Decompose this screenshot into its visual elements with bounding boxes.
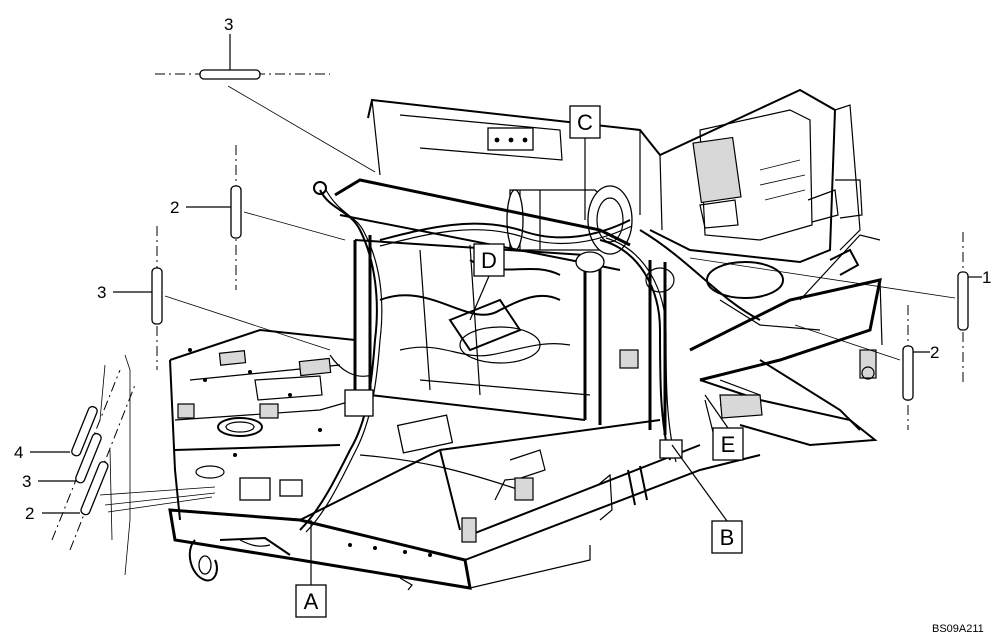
callout-top-center-3: 3	[155, 15, 376, 173]
main-frame	[334, 178, 675, 435]
callout-right-lower-2: 2	[794, 305, 939, 430]
box-letter: C	[577, 110, 593, 135]
box-letter: A	[304, 589, 319, 614]
label-box-c: C	[569, 105, 601, 220]
callout-left-upper-2: 2	[170, 145, 346, 290]
callout-left-middle-3: 3	[97, 226, 331, 370]
callout-number: 4	[14, 443, 23, 462]
cab-housing	[367, 88, 863, 264]
label-box-b: B	[671, 444, 743, 554]
callout-number: 1	[982, 268, 991, 287]
chassis-deck	[169, 328, 356, 521]
callout-number: 3	[22, 472, 31, 491]
side-panel-outline	[99, 354, 131, 576]
callout-number: 2	[170, 198, 179, 217]
box-letter: D	[481, 248, 497, 273]
label-box-d: D	[469, 243, 505, 321]
box-letter: B	[720, 525, 735, 550]
box-letter: E	[721, 432, 736, 457]
callout-bottom-left-group: 4 3 2	[14, 369, 216, 551]
figure-reference-code: BS09A211	[932, 623, 984, 635]
callout-number: 2	[930, 343, 939, 362]
side-boom	[689, 234, 883, 447]
callout-number: 2	[25, 504, 34, 523]
callout-number: 3	[97, 283, 106, 302]
label-box-e: E	[704, 394, 744, 461]
fittings	[239, 181, 683, 501]
machine-illustration	[168, 88, 883, 591]
wiring-harness	[299, 189, 761, 533]
callout-right-upper-1: 1	[689, 232, 991, 385]
callout-number: 3	[224, 15, 233, 34]
lower-beam	[168, 419, 761, 591]
label-box-a: A	[295, 520, 327, 618]
